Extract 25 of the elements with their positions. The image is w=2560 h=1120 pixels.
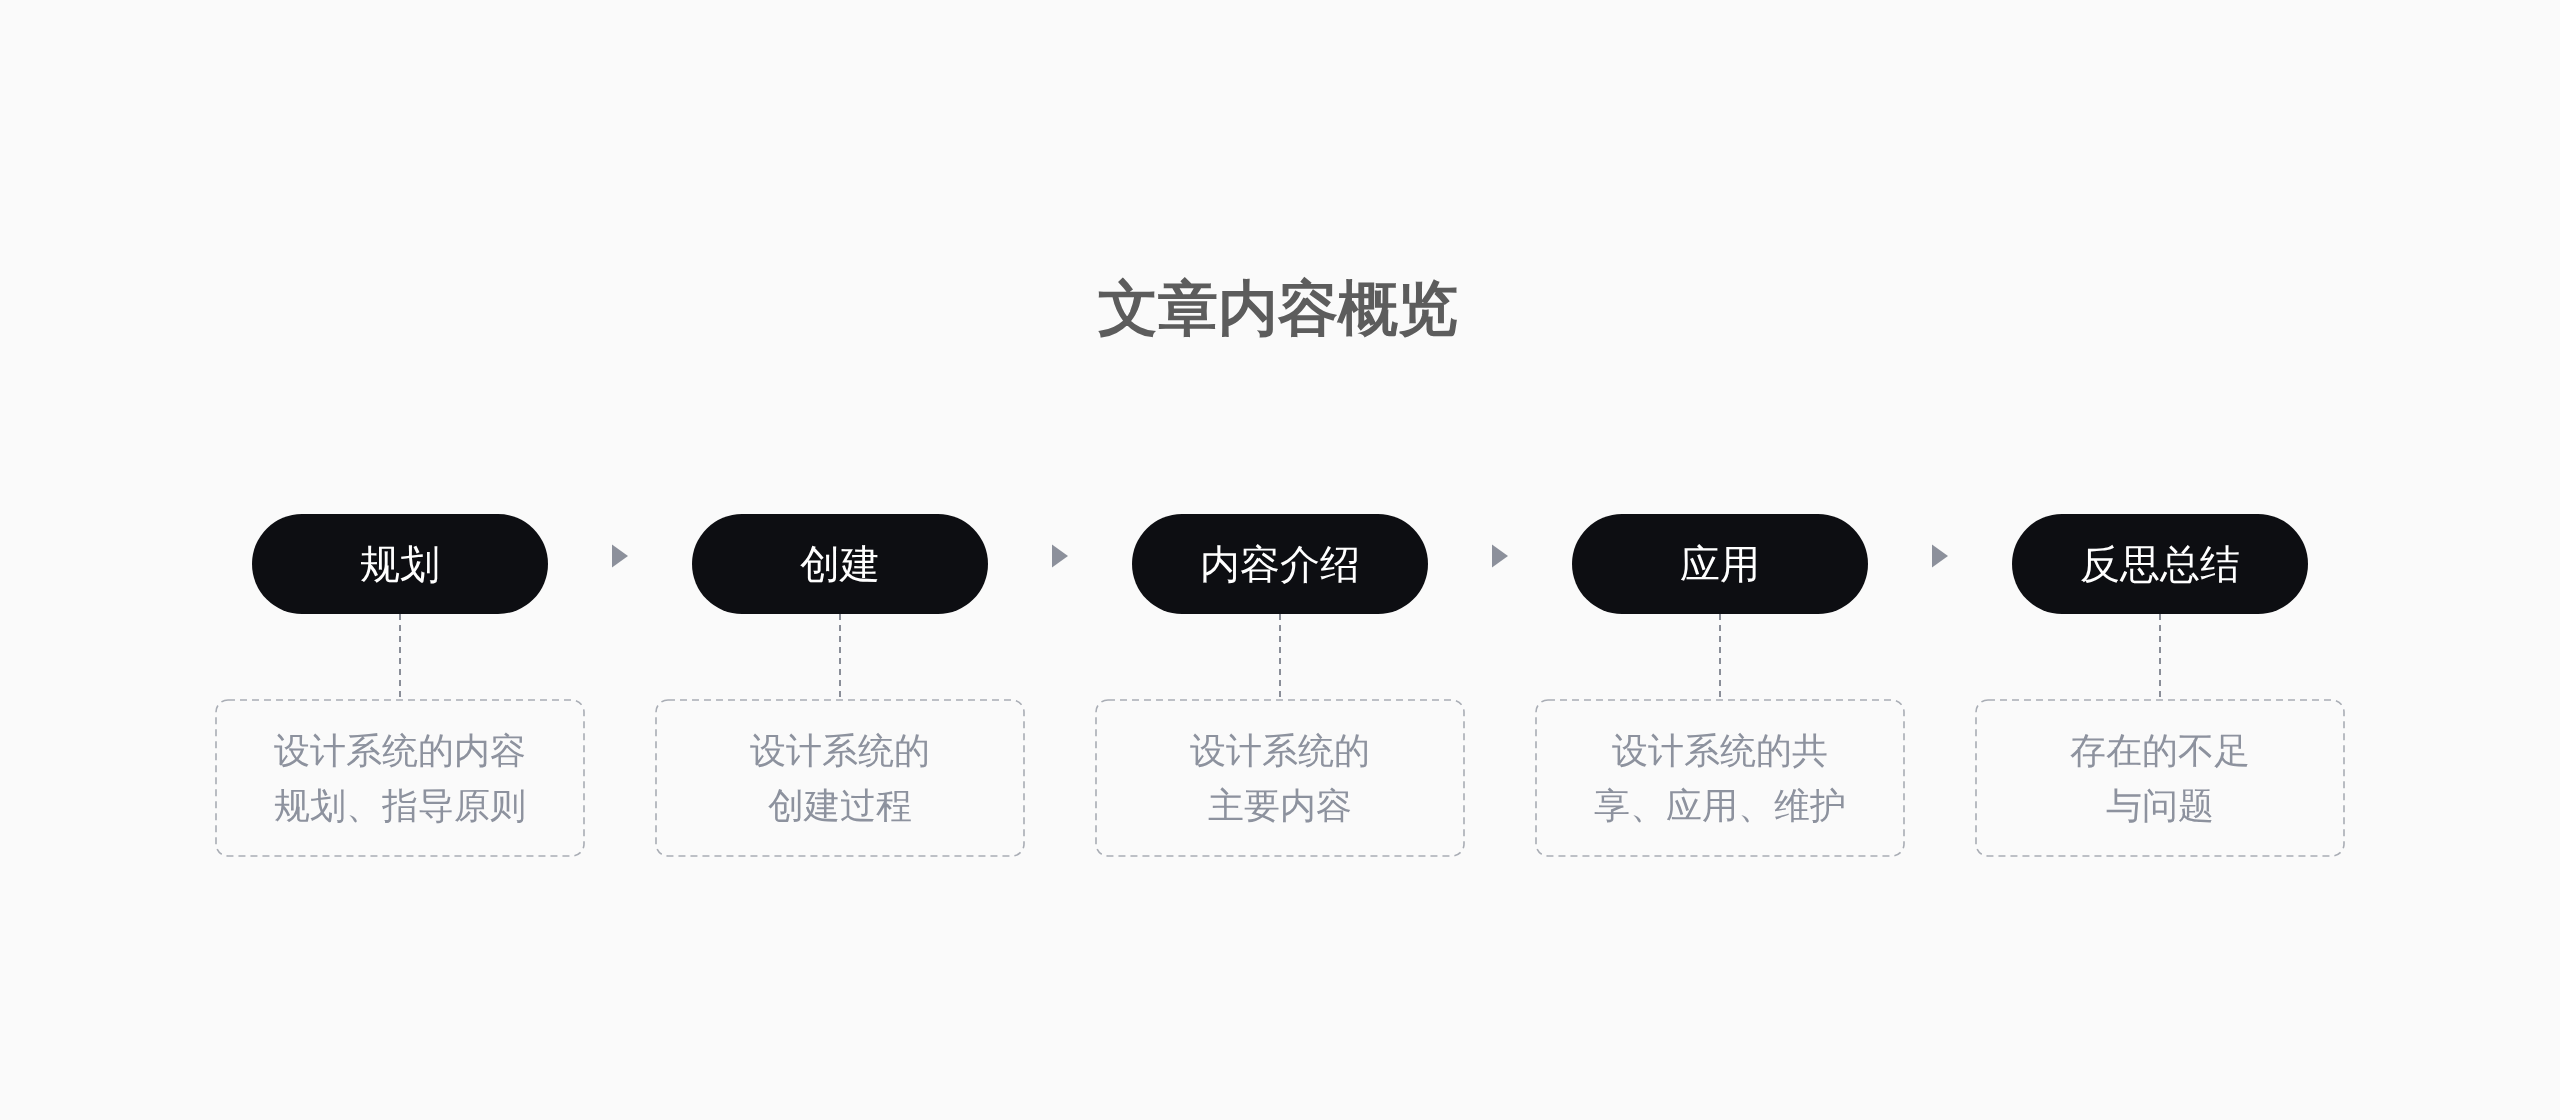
step-pill: 创建: [692, 514, 988, 614]
dashed-connector: [1719, 613, 1721, 700]
description-text: 设计系统的创建过程: [749, 729, 931, 828]
description-box: [655, 699, 1025, 857]
description-box: [215, 699, 585, 857]
dashed-connector: [839, 613, 841, 700]
dashed-connector: [399, 613, 401, 700]
description-text: 存在的不足与问题: [2069, 729, 2251, 828]
arrow: [612, 544, 628, 568]
description-text: 设计系统的共享、应用、维护: [1593, 729, 1847, 828]
description-box: [1975, 699, 2345, 857]
diagram-title: 文章内容概览: [1098, 274, 1458, 344]
dashed-connector: [2159, 613, 2161, 700]
description-box: [1535, 699, 1905, 857]
step-pill: 应用: [1572, 514, 1868, 614]
description-box: [1095, 699, 1465, 857]
dashed-connector: [1279, 613, 1281, 700]
arrow: [1492, 544, 1508, 568]
arrow: [1932, 544, 1948, 568]
description-text: 设计系统的主要内容: [1189, 729, 1371, 828]
step-pill: 内容介绍: [1132, 514, 1428, 614]
step-pill: 反思总结: [2012, 514, 2308, 614]
description-text: 设计系统的内容规划、指导原则: [273, 729, 527, 828]
step-pill: 规划: [252, 514, 548, 614]
arrow: [1052, 544, 1068, 568]
